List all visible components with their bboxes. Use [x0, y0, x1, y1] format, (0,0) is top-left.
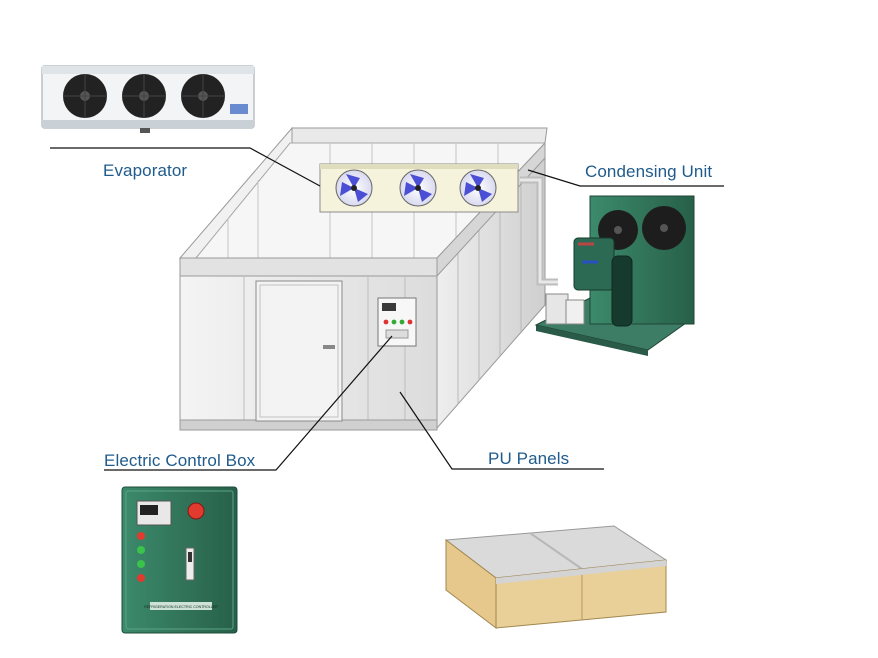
wall-control-box [378, 298, 416, 346]
label-pu-panels: PU Panels [488, 449, 569, 469]
room-evaporator-icon [320, 164, 518, 212]
pu-panel-icon [446, 526, 666, 628]
label-evaporator: Evaporator [103, 161, 187, 181]
evaporator-unit-icon [42, 66, 254, 133]
label-condensing-unit: Condensing Unit [585, 162, 712, 182]
control-box-panel-text: REFRIGERATION ELECTRIC CONTROLLER [144, 605, 218, 609]
label-electric-control-box: Electric Control Box [104, 451, 255, 471]
control-box-icon: REFRIGERATION ELECTRIC CONTROLLER [122, 487, 237, 633]
condensing-unit-icon [536, 196, 694, 356]
cold-room-door [256, 281, 342, 421]
